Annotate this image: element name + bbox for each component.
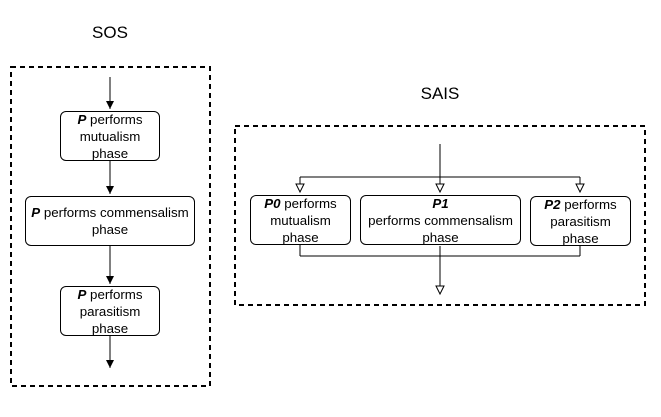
sais-container: [234, 125, 646, 306]
sais-group-p1-line2: performs commensalism: [368, 212, 513, 228]
sos-step-parasitism: P performs parasitism phase: [60, 286, 160, 336]
sos-step-commensalism-line1: performs commensalism: [40, 205, 189, 220]
sais-group-p0-line3: phase: [282, 229, 319, 245]
sais-group-p2-symbol: P2: [544, 196, 561, 212]
sos-step-commensalism-line2: phase: [91, 222, 129, 237]
sais-group-p2-line2: parasitism: [550, 213, 611, 229]
sos-container: [10, 66, 211, 387]
sos-step-mutualism-line2: mutualism: [79, 128, 141, 144]
sos-step-mutualism-line3: phase: [91, 145, 129, 161]
sais-group-p2-line3: phase: [562, 230, 599, 246]
sos-step-commensalism-symbol: P: [31, 205, 41, 220]
sos-step-parasitism-line2: parasitism: [79, 303, 141, 319]
sais-title: SAIS: [420, 84, 460, 103]
sos-step-parasitism-symbol: P: [77, 286, 87, 302]
sais-group-p2-line1: performs: [560, 196, 617, 212]
sais-group-p2: P2 performs parasitism phase: [530, 196, 631, 246]
sos-step-parasitism-line3: phase: [91, 320, 129, 336]
sais-group-p1-symbol: P1: [432, 195, 449, 211]
sos-step-parasitism-line1: performs: [86, 286, 143, 302]
sais-group-p1-line3: phase: [422, 229, 459, 245]
sos-step-mutualism-symbol: P: [77, 111, 87, 127]
sos-title: SOS: [92, 23, 128, 42]
sais-group-p1: P1 performs commensalism phase: [360, 195, 521, 245]
sos-step-mutualism: P performs mutualism phase: [60, 111, 160, 161]
sais-group-p0-line1: performs: [280, 195, 337, 211]
sos-step-commensalism: P performs commensalism phase: [25, 196, 195, 246]
sais-group-p0: P0 performs mutualism phase: [250, 195, 351, 245]
sais-group-p0-symbol: P0: [264, 195, 281, 211]
sos-step-mutualism-line1: performs: [86, 111, 143, 127]
sais-group-p0-line2: mutualism: [270, 212, 331, 228]
